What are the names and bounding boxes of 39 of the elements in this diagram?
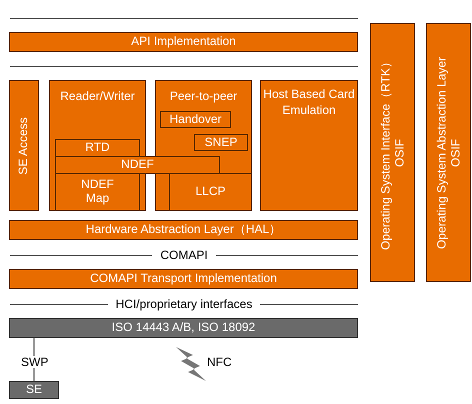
module-box (260, 80, 358, 211)
module-box (55, 173, 140, 211)
box-label: Operating System Interface（RTK） (378, 56, 392, 250)
box-label: Reader/Writer (60, 89, 135, 105)
box-label: OSIF (448, 138, 462, 167)
box-label: LLCP (194, 185, 227, 199)
box-label: SNEP (204, 136, 238, 150)
layer-bar (9, 318, 358, 338)
box-label: Handover (169, 112, 222, 126)
module-box (194, 134, 248, 151)
module-box (9, 80, 39, 211)
box-label: NDEF (121, 158, 154, 172)
module-box (169, 173, 252, 211)
box-label: Peer-to-peer (170, 89, 238, 105)
chip-box (9, 381, 59, 399)
module-box (155, 80, 252, 211)
box-label: OSIF (392, 138, 406, 167)
box-label: SE (26, 383, 42, 397)
box-label: COMAPI Transport Implementation (90, 272, 277, 286)
nfc-label: NFC (207, 356, 232, 368)
box-label: API Implementation (131, 35, 236, 49)
layer-bar (9, 220, 358, 240)
interface-label: COMAPI (160, 249, 208, 261)
module-box (55, 156, 220, 174)
box-label: NDEF Map (80, 178, 115, 206)
box-label: Host Based Card Emulation (262, 87, 356, 118)
module-box (160, 111, 231, 128)
layer-column (426, 23, 471, 282)
layer-column (370, 23, 415, 282)
box-label: Operating System Abstraction Layer (434, 56, 448, 249)
edge-label: SWP (20, 356, 50, 368)
module-box (55, 139, 140, 157)
box-label: SE Access (16, 116, 30, 174)
interface-label: HCI/proprietary interfaces (116, 298, 252, 310)
layer-bar (9, 32, 358, 52)
box-label: Hardware Abstraction Layer（HAL） (86, 223, 282, 237)
box-label: RTD (85, 141, 110, 155)
layer-bar (9, 269, 358, 289)
box-label: ISO 14443 A/B, ISO 18092 (112, 321, 256, 335)
